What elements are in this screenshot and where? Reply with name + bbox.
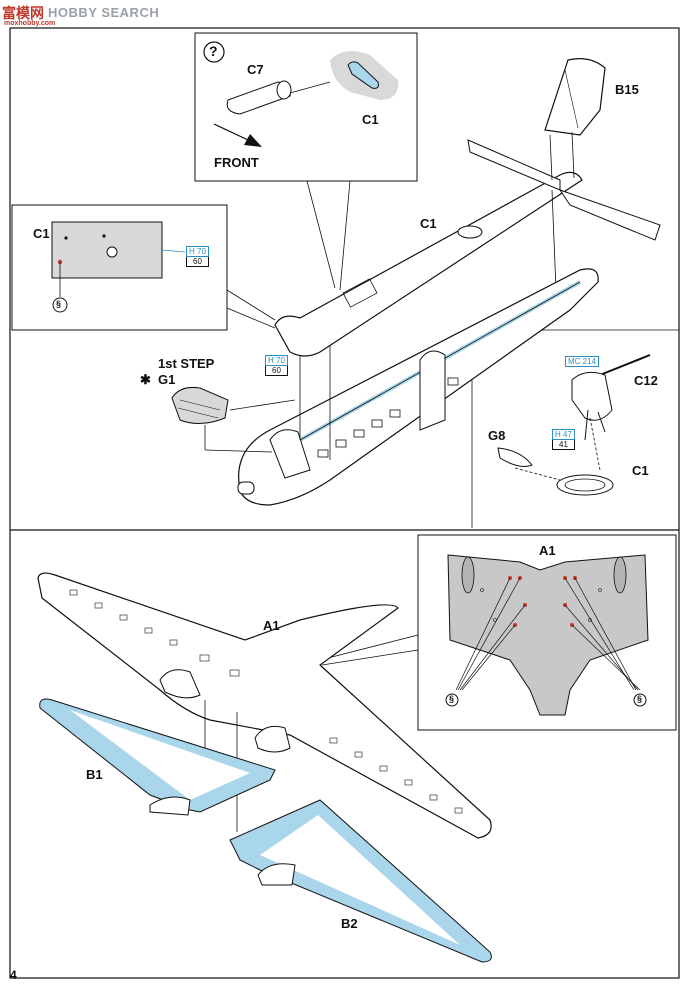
fuselage-main (237, 268, 599, 506)
fuselage-top-c1 (274, 171, 583, 357)
label-a1-callout: A1 (539, 543, 556, 558)
glue-symbol-lower-left: § (449, 694, 455, 704)
callout-leader (339, 180, 351, 291)
wing-a1 (37, 572, 492, 839)
cockpit-marker: ✱ (140, 372, 151, 387)
label-c12: C12 (634, 373, 658, 388)
horizontal-tail (467, 139, 661, 241)
label-g8: G8 (488, 428, 506, 443)
gun-c12 (571, 354, 651, 441)
label-g1: G1 (158, 372, 176, 387)
dome-g8 (497, 447, 533, 467)
label-c7: C7 (247, 62, 264, 77)
label-b15: B15 (615, 82, 639, 97)
cockpit-g1 (171, 387, 229, 424)
label-b2: B2 (341, 916, 358, 931)
label-b1: B1 (86, 767, 103, 782)
paint-code-fuselage: H 70 60 (265, 355, 288, 376)
watermark-site: HOBBY SEARCH (48, 5, 160, 20)
label-fuselage-c1: C1 (420, 216, 437, 231)
watermark-domain: moxhobby.com (4, 20, 56, 27)
label-c1-left: C1 (33, 226, 50, 241)
step-note: 1st STEP (158, 356, 215, 371)
front-arrow (213, 123, 249, 141)
glue-symbol-lower-right: § (637, 694, 643, 704)
label-c1-dome: C1 (632, 463, 649, 478)
part-c1-window (330, 51, 399, 100)
part-b1 (39, 698, 276, 816)
glue-symbol-left: § (56, 299, 62, 309)
callout-leader (306, 180, 336, 289)
wing-center-gray (447, 554, 649, 716)
question-circle (203, 41, 225, 63)
paint-code-gun: MC 214 (565, 356, 600, 367)
label-a1: A1 (263, 618, 280, 633)
part-b2 (229, 799, 492, 963)
part-c7-drawing (226, 80, 331, 115)
page-number: 4 (10, 968, 17, 982)
watermark-logo: 富模网 (2, 5, 44, 21)
question-mark: ? (209, 43, 218, 59)
label-front: FRONT (214, 155, 259, 170)
paint-code-gun2: H 47 41 (552, 429, 575, 450)
vertical-tail-b15 (544, 58, 606, 181)
page-frame (9, 27, 680, 979)
paint-code-left: H 70 60 (186, 246, 209, 267)
label-c1-window: C1 (362, 112, 379, 127)
